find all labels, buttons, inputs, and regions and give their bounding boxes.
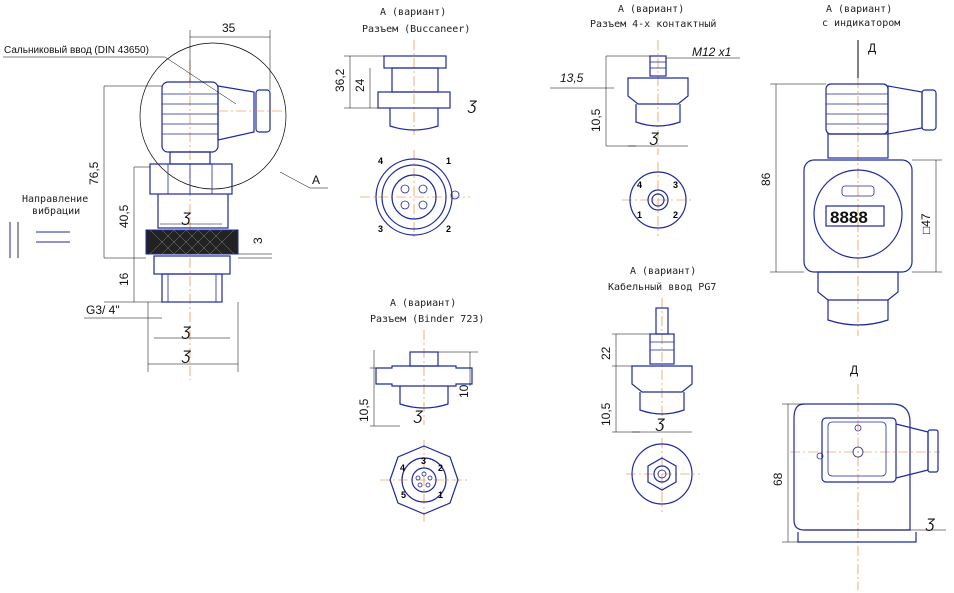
dim-40-5: 40,5 [117, 204, 131, 228]
indicator-caption-1: А (вариант) [826, 4, 892, 15]
view-letter-top: Д [868, 41, 876, 55]
buccaneer-dim-24: 24 [353, 78, 367, 92]
indicator-top-view: Д 68 Ʒ [771, 363, 946, 590]
indicator-dim-86: 86 [759, 172, 773, 186]
fourpin-pin-4: 4 [637, 180, 642, 190]
buccaneer-wrench: Ʒ [467, 97, 477, 113]
vibration-label-2: вибрации [32, 205, 80, 217]
binder-pin-2: 2 [438, 463, 443, 473]
fourpin-thread: M12 x1 [692, 45, 731, 59]
binder-variant: А (вариант) Разъем (Binder 723) 10,5 10 … [357, 298, 484, 524]
buccaneer-caption-1: А (вариант) [380, 7, 446, 18]
binder-caption-1: А (вариант) [390, 298, 456, 309]
buccaneer-pin-2: 2 [446, 224, 451, 234]
buccaneer-pin-4: 4 [378, 156, 383, 166]
binder-wrench: Ʒ [413, 407, 423, 423]
indicator-wrench: Ʒ [925, 515, 935, 531]
thread-label: G3/ 4" [86, 303, 120, 317]
binder-pin-5: 5 [401, 490, 406, 500]
wrench-symbol-3: Ʒ [181, 347, 191, 363]
detail-circle-a [139, 42, 287, 190]
indicator-digits: 8888 [830, 208, 868, 227]
pg7-dim-10-5: 10,5 [599, 402, 613, 426]
dim-35: 35 [222, 21, 236, 35]
fourpin-pin-1: 1 [637, 210, 642, 220]
pg7-variant: А (вариант) Кабельный ввод PG7 22 10,5 Ʒ [599, 266, 716, 512]
indicator-dim-47: □47 [919, 213, 933, 234]
indicator-dim-68: 68 [771, 472, 785, 486]
wrench-symbol-1: Ʒ [181, 209, 191, 225]
pg7-dim-22: 22 [599, 346, 613, 360]
four-pin-variant: А (вариант) Разъем 4-х контактный M12 x1… [550, 4, 740, 236]
binder-caption-2: Разъем (Binder 723) [370, 314, 484, 325]
buccaneer-caption-2: Разъем (Buccaneer) [362, 24, 470, 35]
indicator-caption-2: с индикатором [822, 18, 900, 29]
pg7-caption-1: А (вариант) [630, 266, 696, 277]
dim-76-5: 76,5 [87, 161, 101, 185]
binder-pin-3: 3 [421, 456, 426, 466]
binder-dim-10: 10 [457, 384, 471, 398]
binder-pin-4: 4 [400, 463, 405, 473]
fourpin-wrench: Ʒ [649, 129, 659, 145]
pg7-caption-2: Кабельный ввод PG7 [608, 281, 716, 293]
fourpin-dim-13-5: 13,5 [560, 71, 584, 85]
binder-pin-1: 1 [438, 490, 443, 500]
fourpin-caption-1: А (вариант) [618, 4, 684, 15]
pg7-wrench: Ʒ [655, 415, 665, 431]
wrench-symbol-2: Ʒ [181, 323, 191, 339]
dim-3: 3 [251, 237, 265, 244]
main-view: 35 Сальниковый ввод (DIN 43650) A 76,5 4… [3, 21, 328, 380]
fourpin-pin-3: 3 [673, 180, 678, 190]
indicator-variant: А (вариант) с индикатором Д 8888 86 □47 [759, 4, 942, 336]
detail-letter-a: A [312, 173, 320, 187]
binder-dim-10-5: 10,5 [357, 398, 371, 422]
vibration-direction: Направление вибрации [9, 194, 88, 258]
fourpin-dim-10-5: 10,5 [589, 108, 603, 132]
gland-label: Сальниковый ввод (DIN 43650) [4, 45, 149, 56]
buccaneer-dim-36-2: 36,2 [333, 68, 347, 92]
dim-16: 16 [117, 272, 131, 286]
vibration-label-1: Направление [22, 194, 88, 205]
fourpin-caption-2: Разъем 4-х контактный [590, 18, 716, 30]
buccaneer-pin-1: 1 [446, 156, 451, 166]
view-letter-bottom: Д [850, 363, 858, 377]
fourpin-pin-2: 2 [673, 210, 678, 220]
knurled-ring [145, 229, 239, 255]
buccaneer-pin-3: 3 [378, 224, 383, 234]
buccaneer-variant: А (вариант) Разъем (Buccaneer) 36,2 24 Ʒ… [333, 7, 477, 240]
